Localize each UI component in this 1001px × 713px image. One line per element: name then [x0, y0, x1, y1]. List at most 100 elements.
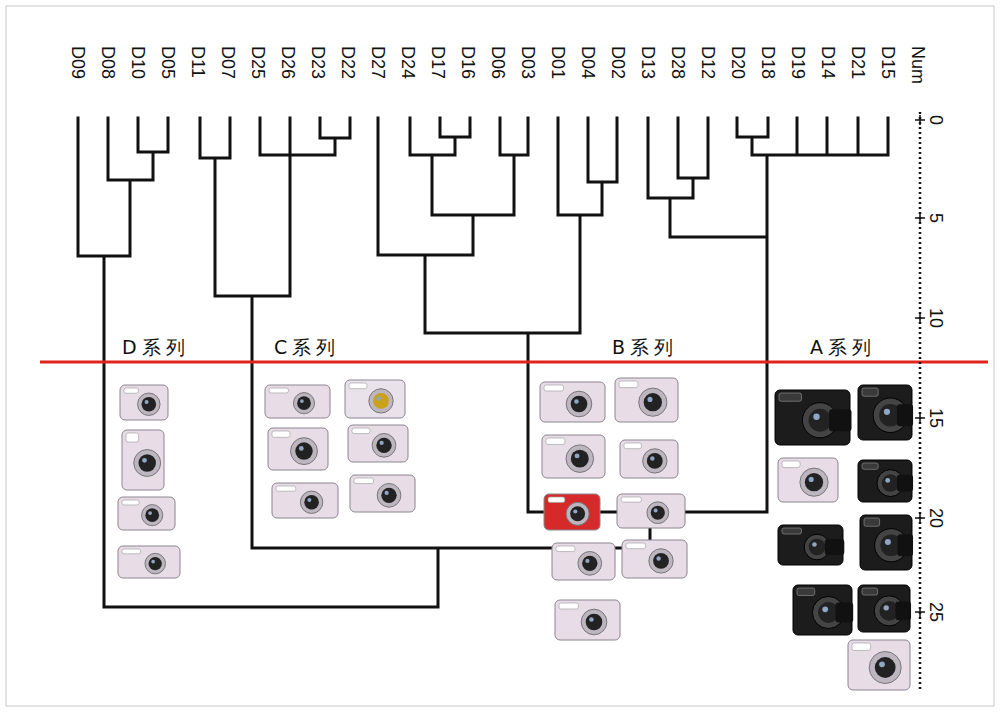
camera-lens-glint: [376, 396, 380, 400]
axis-number: 15: [926, 408, 946, 428]
camera-flash: [862, 463, 878, 469]
camera-zoom-barrel: [825, 539, 845, 555]
camera-lens-ring: [300, 491, 322, 513]
camera-lens: [149, 557, 162, 570]
camera-body: [540, 382, 605, 422]
camera-lens: [809, 539, 826, 556]
camera-body: [620, 440, 678, 478]
camera-photo: [860, 515, 913, 570]
camera-lens: [582, 556, 597, 571]
camera-photo: [350, 475, 415, 512]
camera-lens-ring: [369, 389, 393, 413]
axis-line: [919, 112, 922, 690]
camera-lens: [570, 506, 585, 521]
leaf-label: D02: [608, 46, 628, 79]
camera-body: [272, 483, 338, 518]
camera-lens-ring: [647, 502, 669, 524]
camera-flash: [862, 388, 878, 396]
camera-lens: [142, 397, 157, 412]
camera-photo: [622, 540, 687, 578]
series-label: B系列: [610, 336, 680, 358]
camera-lens-glint: [884, 409, 890, 415]
camera-lens-ring: [800, 468, 828, 496]
camera-body: [544, 494, 600, 530]
camera-photo: [778, 458, 838, 502]
camera-lens-ring: [291, 438, 318, 465]
camera-body: [265, 385, 330, 418]
leaf-label: D17: [428, 46, 448, 79]
camera-photo: [793, 585, 853, 635]
camera-flash: [354, 478, 374, 484]
camera-lens-glint: [385, 491, 389, 495]
camera-flash: [621, 497, 641, 502]
page-frame: [6, 6, 994, 706]
camera-photo: [544, 494, 600, 530]
axis-number: 25: [926, 602, 946, 622]
camera-zoom-barrel: [895, 601, 911, 620]
camera-lens-glint: [574, 399, 579, 404]
camera-lens-ring: [372, 434, 396, 458]
camera-lens-ring: [145, 553, 165, 573]
camera-photo: [265, 385, 330, 418]
leaf-label: D20: [728, 46, 748, 79]
camera-flash: [852, 643, 871, 651]
camera-flash: [546, 438, 565, 444]
camera-photo: [615, 378, 678, 422]
series-label: C系列: [272, 336, 342, 358]
camera-lens-ring: [142, 505, 163, 526]
camera-lens: [586, 614, 603, 631]
leaf-label: D03: [518, 46, 538, 79]
camera-lens-glint: [151, 560, 155, 564]
camera-flash: [619, 381, 638, 388]
camera-flash: [272, 431, 290, 437]
camera-lens: [145, 508, 159, 522]
camera-lens-glint: [299, 446, 304, 451]
camera-lens-glint: [148, 511, 152, 515]
camera-body: [552, 543, 615, 580]
camera-photo: [848, 640, 910, 690]
camera-lens-glint: [585, 559, 589, 563]
camera-photo: [272, 483, 338, 518]
camera-lens-glint: [879, 661, 885, 667]
camera-flash: [126, 433, 139, 442]
leaf-label: D11: [188, 46, 208, 78]
camera-lens: [571, 396, 588, 413]
camera-lens-glint: [575, 453, 580, 458]
camera-photo: [120, 385, 168, 420]
camera-body: [542, 435, 605, 478]
leaf-label: D23: [308, 46, 328, 79]
camera-lens-ring: [566, 502, 589, 525]
camera-flash: [626, 543, 646, 549]
camera-flash: [352, 428, 370, 434]
leaf-label: D09: [68, 46, 88, 79]
camera-flash: [797, 588, 815, 596]
camera-photo: [775, 390, 852, 445]
camera-lens-ring: [138, 393, 160, 415]
camera-body: [122, 430, 164, 490]
axis-number: 0: [926, 115, 946, 125]
camera-lens-glint: [307, 498, 311, 502]
camera-body: [622, 540, 687, 578]
leaf-label: D26: [278, 46, 298, 79]
leaf-label: D10: [128, 46, 148, 79]
leaf-label: D04: [578, 46, 598, 79]
axis-title: Num: [908, 46, 928, 84]
camera-lens-ring: [377, 484, 401, 508]
camera-photo: [778, 525, 844, 565]
camera-body: [617, 494, 685, 528]
camera-flash: [548, 497, 565, 502]
leaf-label: D19: [788, 46, 808, 79]
camera-zoom-barrel: [835, 603, 853, 623]
camera-flash: [782, 528, 802, 534]
camera-lens-ring: [869, 652, 901, 684]
camera-flash: [862, 588, 878, 595]
camera-photo: [118, 546, 180, 578]
camera-lens-ring: [639, 388, 667, 416]
camera-lens: [647, 453, 663, 469]
camera-photo: [122, 430, 164, 490]
camera-photo: [268, 428, 328, 470]
leaf-label: D24: [398, 46, 418, 79]
camera-photo: [542, 435, 605, 478]
leaf-label: D01: [548, 46, 568, 79]
leaf-label: D25: [248, 46, 268, 79]
